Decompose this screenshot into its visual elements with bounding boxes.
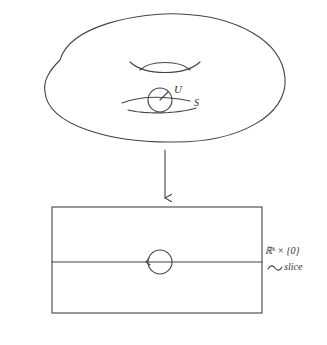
slice-line [52, 261, 262, 262]
slice-tilde [268, 266, 282, 270]
map-arrow [164, 150, 165, 198]
torus-hole-lower [130, 62, 200, 73]
image-circle-arrow [146, 258, 150, 265]
set-label: U [174, 84, 182, 95]
torus-hole-upper [140, 63, 190, 71]
euclidean-box [52, 207, 262, 313]
torus-outline [45, 14, 285, 142]
chart-arrow-small [160, 92, 168, 100]
slice-label: ℝᵏ × {0} [265, 246, 300, 256]
slice-label: slice [284, 262, 302, 272]
submanifold-curve [122, 97, 190, 103]
neighbourhood-circle [148, 88, 172, 112]
image-circle [148, 250, 172, 274]
set-label: S [194, 98, 199, 108]
